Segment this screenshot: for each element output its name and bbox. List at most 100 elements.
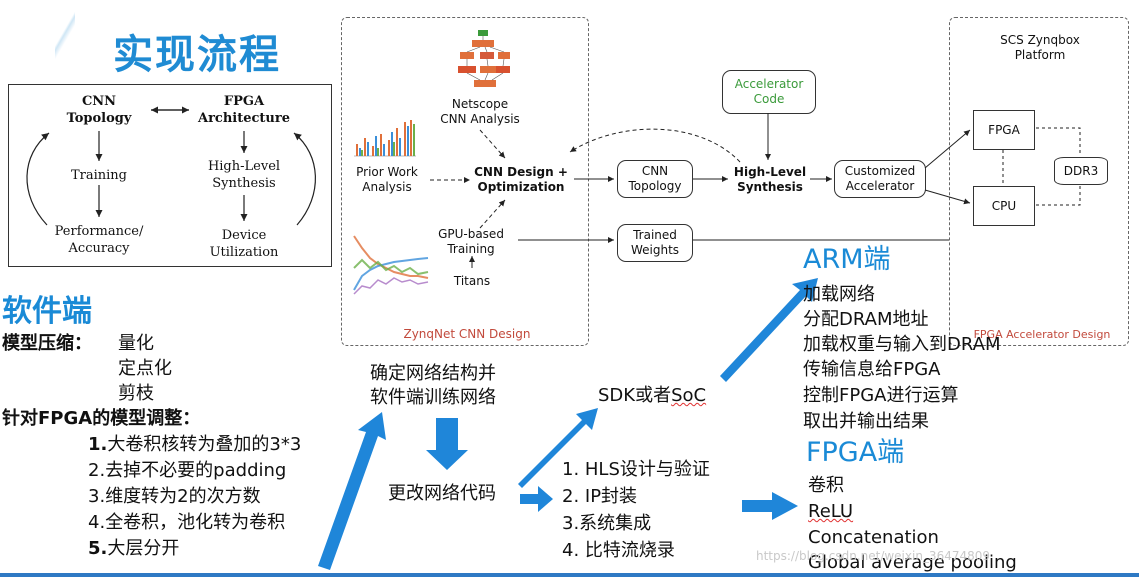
- performance-line1: Performance/: [54, 224, 144, 239]
- hls-diagram-line1: High-Level: [733, 165, 807, 179]
- flow-step2: 更改网络代码: [388, 483, 496, 504]
- fpga-ddr-link: [1036, 127, 1081, 156]
- netscope-label: Netscope CNN Analysis: [430, 97, 530, 127]
- gpu-training-line2: Training: [447, 242, 495, 256]
- custom-accel-line2: Accelerator: [845, 179, 915, 193]
- page-title: 实现流程: [113, 32, 281, 78]
- watermark: https://blog.csdn.net/weixin_36474809: [756, 549, 991, 563]
- decor-stripe: [55, 8, 75, 68]
- arm-item-6: 取出并输出结果: [803, 411, 929, 432]
- adjust-item-4: 4.全卷积，池化转为卷积: [88, 511, 285, 535]
- netscope-graph-icon: [458, 30, 510, 87]
- flow-step1-line2: 软件端训练网络: [370, 387, 496, 408]
- adjust-text-2: 去掉不必要的padding: [105, 460, 287, 481]
- hls-step-1: 1. HLS设计与验证: [562, 459, 710, 480]
- arrow-training-to-design: [479, 199, 506, 229]
- customized-accelerator-node: Customized Accelerator: [834, 160, 926, 198]
- blue-arrow-fpga: [742, 492, 798, 520]
- gpu-training-chart-icon: [353, 235, 429, 295]
- arrow-hls-feedback: [569, 128, 741, 163]
- cnn-topology-node-line2: Topology: [628, 179, 682, 193]
- zynqnet-label: ZynqNet CNN Design: [403, 327, 531, 341]
- blue-arrow-right-1: [520, 486, 553, 512]
- netscope-line1: Netscope: [451, 97, 509, 111]
- prior-work-label: Prior Work Analysis: [348, 165, 426, 195]
- soc-text: SoC: [671, 385, 707, 406]
- scs-zynqbox-label: SCS Zynqbox Platform: [980, 33, 1100, 63]
- arm-item-5: 控制FPGA进行运算: [803, 385, 959, 406]
- fpga-item-conv: 卷积: [808, 475, 844, 496]
- fpga-item-relu: ReLU: [808, 500, 853, 524]
- relu-text: ReLU: [808, 501, 854, 522]
- performance-line2: Accuracy: [68, 241, 130, 256]
- accel-code-line1: Accelerator: [734, 77, 804, 91]
- adjust-num-5: 5.: [88, 538, 108, 559]
- bottom-bar: [0, 573, 1139, 577]
- fpga-arch-line1: FPGA: [223, 94, 265, 109]
- fpga-accelerator-design-region: [949, 17, 1129, 346]
- adjust-text-3: 维度转为2的次方数: [105, 486, 261, 507]
- training-label: Training: [70, 168, 128, 183]
- arm-item-4: 传输信息给FPGA: [803, 359, 941, 380]
- hls-line2: Synthesis: [212, 176, 276, 191]
- cnn-topology-node-line1: CNN: [641, 164, 669, 178]
- cpu-block: CPU: [973, 186, 1035, 226]
- adjust-item-5: 5.大层分开: [88, 537, 179, 561]
- hls-diagram-line2: Synthesis: [737, 180, 803, 194]
- arrow-netscope-to-design: [479, 129, 506, 159]
- scs-line1: SCS Zynqbox: [1000, 33, 1080, 47]
- fpga-accel-design-label: FPGA Accelerator Design: [973, 328, 1111, 341]
- arm-item-2: 分配DRAM地址: [803, 309, 929, 330]
- prior-work-chart-icon: [354, 120, 416, 157]
- device-line1: Device: [221, 228, 267, 243]
- gpu-training-line1: GPU-based: [438, 227, 504, 241]
- cnn-design-label: CNN Design + Optimization: [470, 165, 572, 195]
- fpga-item-concat: Concatenation: [808, 527, 939, 548]
- sdk-label: SDK或者SoC: [598, 385, 707, 406]
- cpu-ddr-link: [1036, 184, 1081, 206]
- hls-step-2: 2. IP封装: [562, 486, 638, 507]
- blue-arrow-arm: [720, 278, 818, 382]
- scs-line2: Platform: [1014, 48, 1066, 62]
- ddr3-block: DDR3: [1054, 157, 1108, 185]
- trained-weights-line2: Weights: [630, 243, 680, 257]
- cnn-topology-line2: Topology: [66, 111, 132, 126]
- loop-arrow-right: [293, 132, 316, 226]
- hls-label: High-Level Synthesis: [199, 158, 289, 192]
- fpga-block: FPGA: [973, 110, 1035, 150]
- device-line2: Utilization: [209, 245, 279, 260]
- cnn-topology-line1: CNN: [81, 94, 117, 109]
- flow-step1-line1: 确定网络结构并: [370, 363, 496, 384]
- fpga-adjust-label: 针对FPGA的模型调整：: [2, 408, 201, 429]
- hls-step-4: 4. 比特流烧录: [562, 540, 675, 561]
- fpga-architecture-label: FPGA Architecture: [194, 93, 294, 127]
- adjust-item-2: 2.去掉不必要的padding: [88, 459, 286, 483]
- adjust-text-5: 大层分开: [107, 538, 180, 559]
- arm-item-3: 加载权重与输入到DRAM: [803, 334, 1001, 355]
- adjust-text-4: 全卷积，池化转为卷积: [105, 512, 286, 533]
- flow-step1: 确定网络结构并 软件端训练网络: [370, 362, 496, 410]
- cnn-design-line1: CNN Design +: [474, 165, 568, 179]
- prior-work-line1: Prior Work: [356, 165, 418, 179]
- arm-item-1: 加载网络: [803, 284, 875, 305]
- zynqnet-cnn-design-region: [341, 17, 589, 346]
- device-utilization-label: Device Utilization: [199, 227, 289, 261]
- titans-label: Titans: [453, 274, 491, 288]
- adjust-num-1: 1.: [88, 434, 108, 455]
- loop-arrow-left: [26, 132, 50, 226]
- arrow-accel-to-fpga: [924, 129, 971, 169]
- hls-diagram-label: High-Level Synthesis: [730, 165, 810, 195]
- prior-work-line2: Analysis: [362, 180, 412, 194]
- arm-heading: ARM端: [803, 244, 891, 275]
- trained-weights-node: Trained Weights: [617, 224, 693, 262]
- accelerator-code-node: Accelerator Code: [722, 70, 816, 114]
- design-loop-box: CNN Topology FPGA Architecture Training …: [8, 84, 332, 267]
- fpga-end-heading: FPGA端: [806, 437, 905, 468]
- cnn-topology-label: CNN Topology: [64, 93, 134, 127]
- performance-label: Performance/ Accuracy: [39, 223, 159, 257]
- adjust-num-2: 2.: [88, 460, 106, 481]
- loop-arrows: [26, 106, 316, 226]
- adjust-text-1: 大卷积核转为叠加的3*3: [107, 434, 302, 455]
- gpu-training-label: GPU-based Training: [427, 227, 515, 257]
